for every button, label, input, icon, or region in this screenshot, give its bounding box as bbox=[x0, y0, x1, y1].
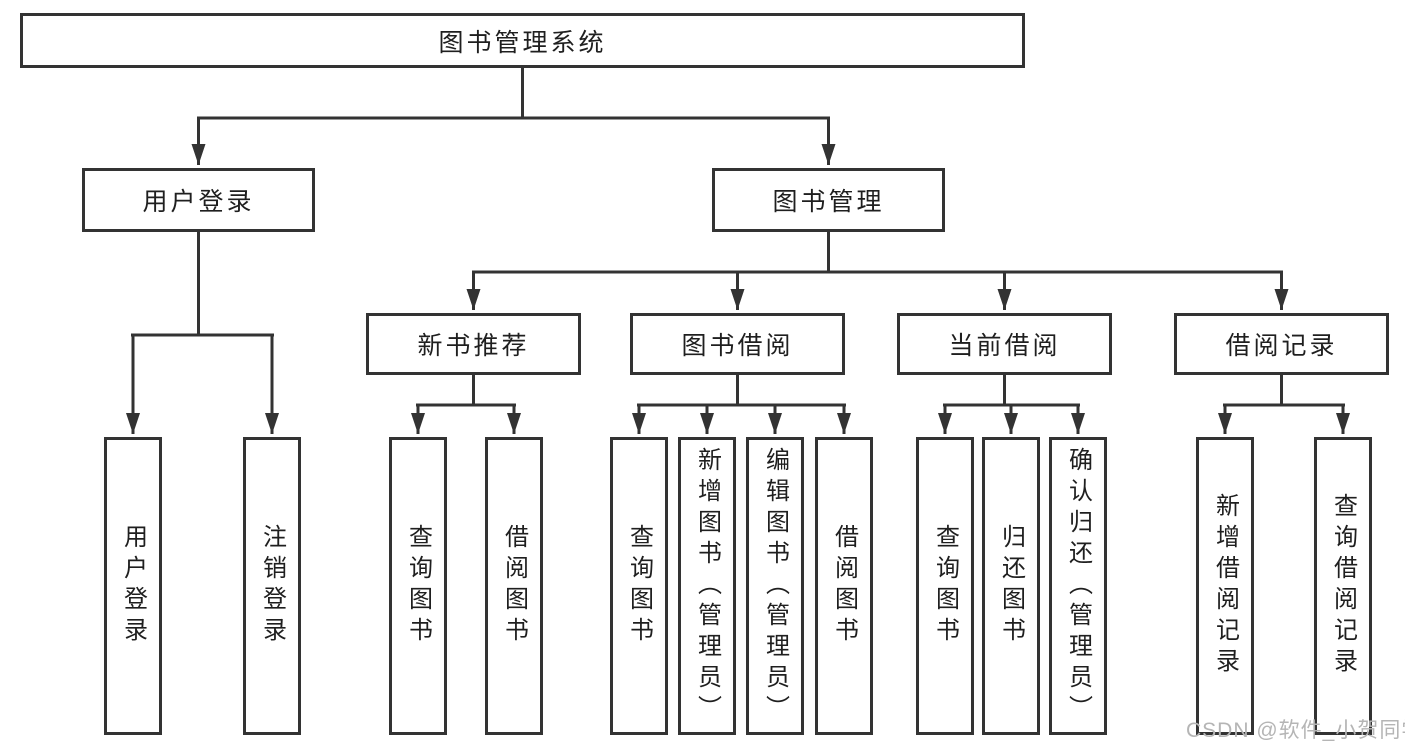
leaf-edit-books-admin: 编辑图书（管理员） bbox=[746, 437, 804, 735]
leaf-query-borrow-record: 查询借阅记录 bbox=[1314, 437, 1372, 735]
leaf-add-borrow-record-label: 新增借阅记录 bbox=[1211, 493, 1239, 679]
leaf-add-books-admin-label: 新增图书（管理员） bbox=[693, 446, 721, 726]
node-user-login-label: 用户登录 bbox=[142, 188, 255, 216]
leaf-add-borrow-record: 新增借阅记录 bbox=[1196, 437, 1254, 735]
leaf-query-books-borrow-label: 查询图书 bbox=[625, 524, 653, 648]
leaf-return-books-label: 归还图书 bbox=[997, 524, 1025, 648]
leaf-edit-books-admin-label: 编辑图书（管理员） bbox=[761, 446, 789, 726]
leaf-borrow-books-recommend-label: 借阅图书 bbox=[500, 524, 528, 648]
leaf-logout-label: 注销登录 bbox=[258, 524, 286, 648]
node-book-management: 图书管理 bbox=[712, 168, 945, 232]
leaf-confirm-return-admin-label: 确认归还（管理员） bbox=[1064, 446, 1092, 726]
leaf-query-books-current: 查询图书 bbox=[916, 437, 974, 735]
leaf-user-login-label: 用户登录 bbox=[119, 524, 147, 648]
leaf-borrow-books-label: 借阅图书 bbox=[830, 524, 858, 648]
node-new-book-recommend-label: 新书推荐 bbox=[417, 332, 530, 360]
leaf-query-books-borrow: 查询图书 bbox=[610, 437, 668, 735]
leaf-query-books-recommend-label: 查询图书 bbox=[404, 524, 432, 648]
node-new-book-recommend: 新书推荐 bbox=[366, 313, 581, 375]
leaf-query-books-current-label: 查询图书 bbox=[931, 524, 959, 648]
node-user-login: 用户登录 bbox=[82, 168, 315, 232]
node-book-borrow: 图书借阅 bbox=[630, 313, 845, 375]
node-borrow-records: 借阅记录 bbox=[1174, 313, 1389, 375]
leaf-query-borrow-record-label: 查询借阅记录 bbox=[1329, 493, 1357, 679]
leaf-add-books-admin: 新增图书（管理员） bbox=[678, 437, 736, 735]
leaf-confirm-return-admin: 确认归还（管理员） bbox=[1049, 437, 1107, 735]
leaf-borrow-books-recommend: 借阅图书 bbox=[485, 437, 543, 735]
leaf-user-login: 用户登录 bbox=[104, 437, 162, 735]
node-book-management-label: 图书管理 bbox=[772, 188, 885, 216]
node-book-borrow-label: 图书借阅 bbox=[681, 332, 794, 360]
node-borrow-records-label: 借阅记录 bbox=[1225, 332, 1338, 360]
node-library-system-label: 图书管理系统 bbox=[438, 28, 607, 57]
node-current-borrow: 当前借阅 bbox=[897, 313, 1112, 375]
leaf-borrow-books: 借阅图书 bbox=[815, 437, 873, 735]
leaf-query-books-recommend: 查询图书 bbox=[389, 437, 447, 735]
csdn-watermark: CSDN @软件_小贺同学 bbox=[1186, 719, 1405, 742]
leaf-return-books: 归还图书 bbox=[982, 437, 1040, 735]
node-library-system: 图书管理系统 bbox=[20, 13, 1025, 68]
node-current-borrow-label: 当前借阅 bbox=[948, 332, 1061, 360]
leaf-logout: 注销登录 bbox=[243, 437, 301, 735]
